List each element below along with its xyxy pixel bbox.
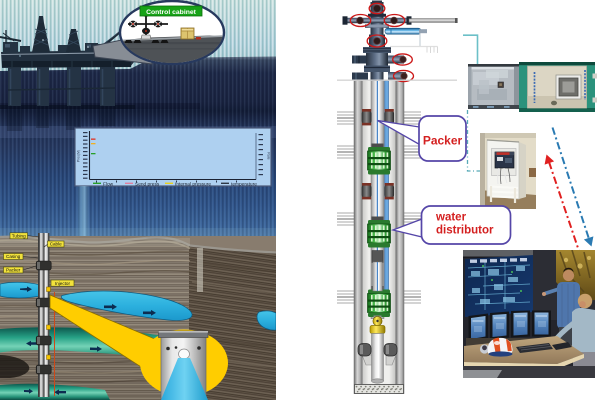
svg-text:Tubing: Tubing bbox=[12, 233, 26, 238]
svg-text:Injector: Injector bbox=[55, 281, 71, 286]
svg-text:Send press: Send press bbox=[135, 181, 160, 187]
svg-text:temperature: temperature bbox=[231, 181, 257, 187]
svg-text:Casing: Casing bbox=[6, 254, 21, 259]
svg-text:Control cabinet: Control cabinet bbox=[146, 9, 197, 16]
svg-text:Packer: Packer bbox=[6, 268, 21, 273]
svg-text:Internal pressure: Internal pressure bbox=[175, 181, 211, 187]
svg-text:Cable: Cable bbox=[50, 242, 62, 247]
svg-text:distributor: distributor bbox=[436, 225, 494, 237]
svg-text:Pres(M): Pres(M) bbox=[77, 150, 81, 162]
svg-text:Packer: Packer bbox=[423, 134, 463, 148]
svg-text:water: water bbox=[435, 212, 467, 224]
svg-text:Rate: Rate bbox=[267, 152, 271, 159]
svg-text:Flow: Flow bbox=[103, 181, 114, 187]
